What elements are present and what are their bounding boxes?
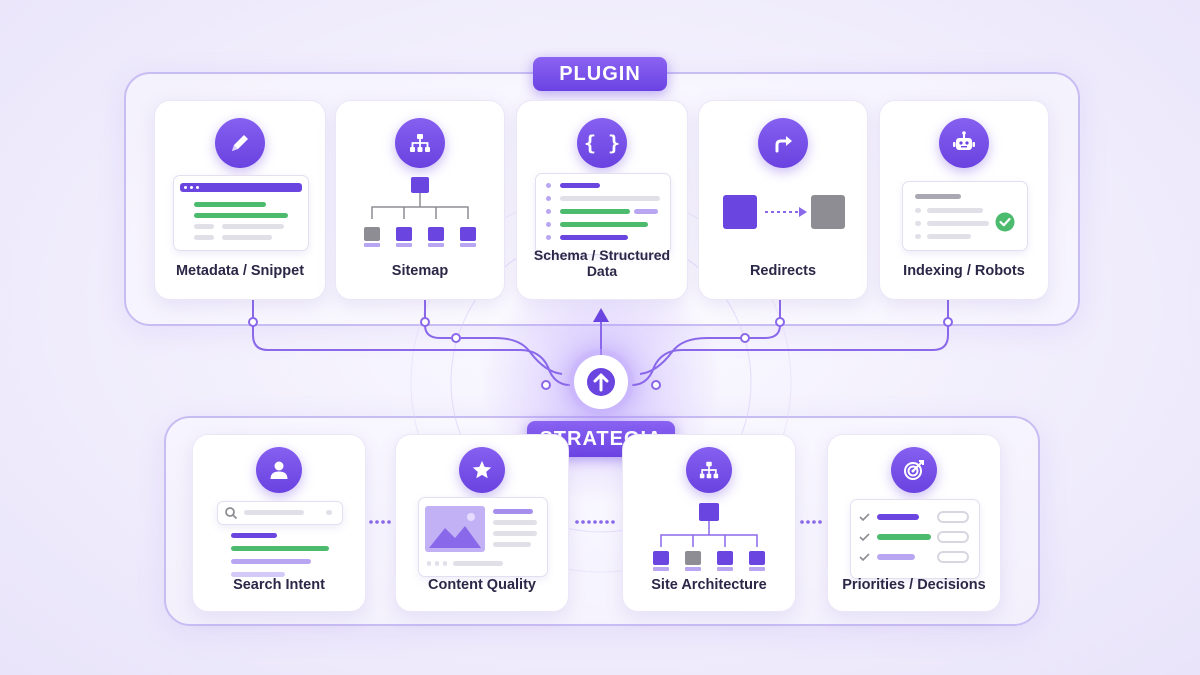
card-content-quality[interactable]: Content Quality [395, 434, 569, 612]
sitemap-tree-diagram [364, 177, 476, 247]
card-site-architecture[interactable]: Site Architecture [622, 434, 796, 612]
plugin-title-pill: PLUGIN [533, 57, 667, 91]
sitemap-icon [686, 447, 732, 493]
card-label: Redirects [749, 263, 817, 279]
indexing-checklist-preview [902, 181, 1028, 251]
pencil-icon [215, 118, 265, 168]
center-hub[interactable] [574, 355, 628, 409]
user-icon [256, 447, 302, 493]
card-sitemap[interactable]: Sitemap [335, 100, 505, 300]
arrow-up-icon [587, 368, 615, 396]
card-label: Priorities / Decisions [842, 577, 986, 593]
card-label: Metadata / Snippet [175, 263, 305, 279]
braces-icon: { } [577, 118, 627, 168]
card-redirects[interactable]: Redirects [698, 100, 868, 300]
card-label: Site Architecture [651, 577, 767, 593]
star-icon [459, 447, 505, 493]
card-schema-structured-data[interactable]: { } Schema / Structured Data [516, 100, 688, 300]
card-metadata-snippet[interactable]: Metadata / Snippet [154, 100, 326, 300]
search-icon [225, 507, 238, 520]
card-label: Search Intent [233, 577, 325, 593]
target-icon [891, 447, 937, 493]
card-label: Content Quality [428, 577, 536, 593]
checkmark-icons [859, 513, 870, 562]
schema-code-preview [535, 173, 671, 255]
image-placeholder-icon [425, 506, 485, 552]
architecture-tree-diagram [653, 503, 765, 571]
snippet-preview [173, 175, 309, 251]
redirect-flow-diagram [723, 195, 845, 229]
check-circle-icon [995, 212, 1015, 232]
sitemap-icon [395, 118, 445, 168]
card-search-intent[interactable]: Search Intent [192, 434, 366, 612]
priorities-checklist-preview [850, 499, 980, 579]
card-priorities-decisions[interactable]: Priorities / Decisions [827, 434, 1001, 612]
search-bar-preview [217, 501, 343, 525]
card-label: Indexing / Robots [903, 263, 1025, 279]
content-preview [418, 497, 548, 577]
robot-icon [939, 118, 989, 168]
redirect-arrow-icon [758, 118, 808, 168]
card-label: Schema / Structured Data [533, 247, 671, 279]
card-label: Sitemap [391, 263, 449, 279]
card-indexing-robots[interactable]: Indexing / Robots [879, 100, 1049, 300]
